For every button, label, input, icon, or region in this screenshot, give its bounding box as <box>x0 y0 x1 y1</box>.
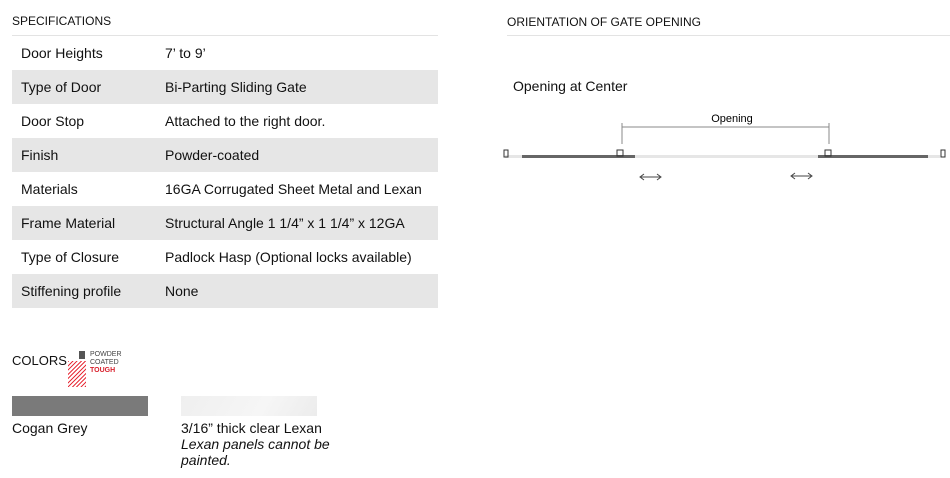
spec-label: Door Stop <box>21 113 85 129</box>
spec-label: Stiffening profile <box>21 283 122 299</box>
orientation-subtitle: Opening at Center <box>513 78 628 94</box>
table-row: Frame Material Structural Angle 1 1/4” x … <box>12 206 438 240</box>
post-right <box>940 149 946 158</box>
spec-value: Structural Angle 1 1/4” x 1 1/4” x 12GA <box>165 215 405 231</box>
table-row: Door Heights 7’ to 9’ <box>12 36 438 70</box>
spec-value: Padlock Hasp (Optional locks available) <box>165 249 412 265</box>
slide-arrow-right <box>790 172 813 180</box>
spec-label: Door Heights <box>21 45 103 61</box>
swatch-name: 3/16” thick clear Lexan <box>181 420 322 436</box>
table-row: Finish Powder-coated <box>12 138 438 172</box>
lexan-swatch <box>181 396 317 416</box>
spec-label: Materials <box>21 181 78 197</box>
table-row: Type of Door Bi-Parting Sliding Gate <box>12 70 438 104</box>
table-row: Door Stop Attached to the right door. <box>12 104 438 138</box>
table-row: Materials 16GA Corrugated Sheet Metal and… <box>12 172 438 206</box>
left-door <box>522 155 635 158</box>
gate-diagram: Opening <box>503 113 946 181</box>
colors-heading: COLORS <box>12 353 67 368</box>
specifications-table: Door Heights 7’ to 9’ Type of Door Bi-Parti… <box>12 36 438 308</box>
right-door <box>818 155 928 158</box>
spec-value: 7’ to 9’ <box>165 45 206 61</box>
swatch-note: Lexan panels cannot be painted. <box>181 436 330 468</box>
swatch-name: Cogan Grey <box>12 420 88 436</box>
spec-value: 16GA Corrugated Sheet Metal and Lexan <box>165 181 422 197</box>
cogan-grey-swatch <box>12 396 148 416</box>
spec-value: Bi-Parting Sliding Gate <box>165 79 307 95</box>
post-left <box>503 149 509 158</box>
table-row: Type of Closure Padlock Hasp (Optional lo… <box>12 240 438 274</box>
opening-label: Opening <box>711 113 753 125</box>
divider <box>12 35 438 36</box>
spec-label: Type of Door <box>21 79 102 95</box>
table-row: Stiffening profile None <box>12 274 438 308</box>
spec-label: Type of Closure <box>21 249 120 265</box>
divider <box>507 35 950 36</box>
slide-arrow-left <box>639 173 662 181</box>
orientation-heading: ORIENTATION OF GATE OPENING <box>507 15 702 29</box>
track <box>505 155 940 158</box>
spec-value: Powder-coated <box>165 147 260 163</box>
spec-value: Attached to the right door. <box>165 113 326 129</box>
specifications-heading: SPECIFICATIONS <box>12 14 112 28</box>
spec-label: Finish <box>21 147 59 163</box>
spec-label: Frame Material <box>21 215 116 231</box>
spec-value: None <box>165 283 199 299</box>
